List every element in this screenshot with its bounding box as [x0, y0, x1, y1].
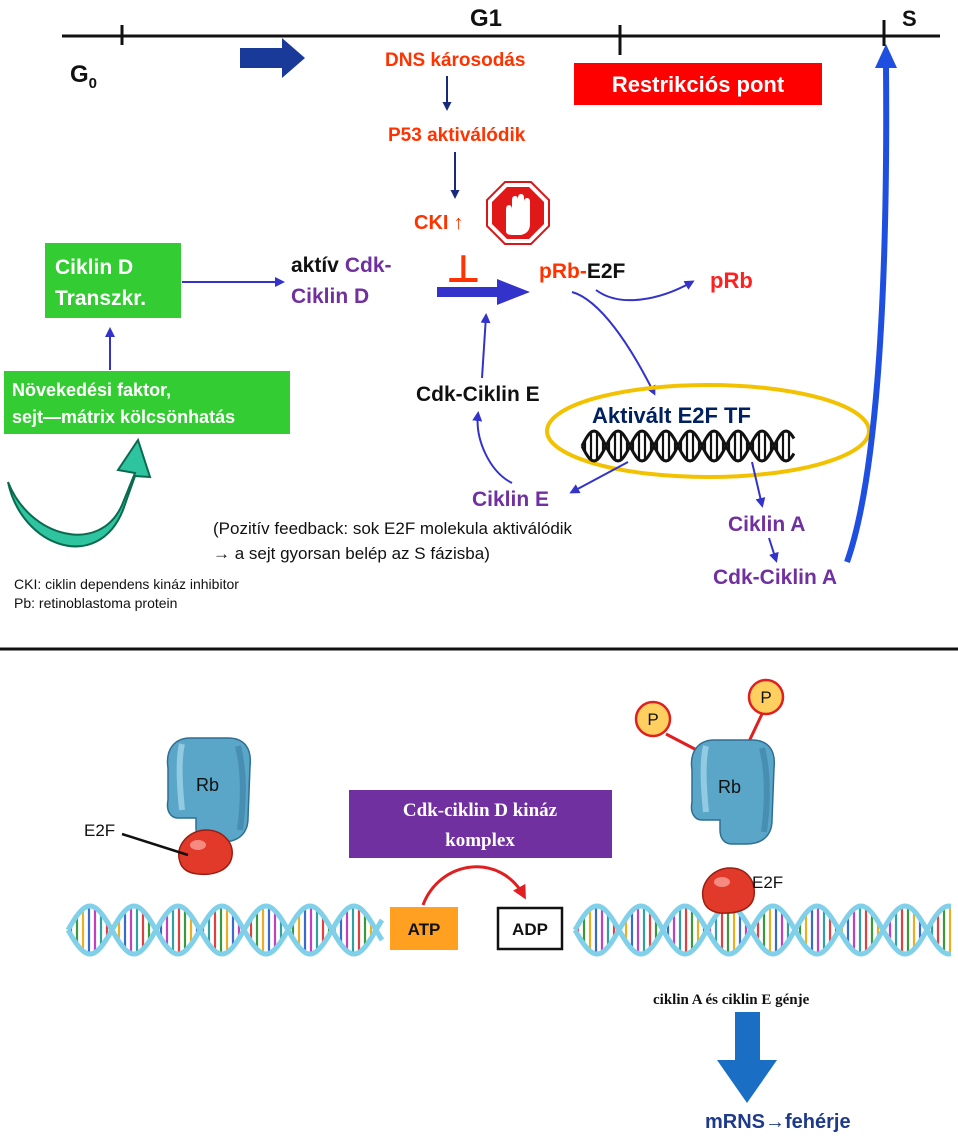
cyclin-e-label: Ciklin E: [472, 488, 549, 511]
cyclin-d-transcription-line2: Transzkr.: [55, 287, 146, 310]
atp-to-adp-arrow: [421, 865, 526, 906]
arrow-cycline-to-cdke: [472, 411, 513, 484]
p53-label: P53 aktiválódik: [388, 125, 526, 146]
output-down-arrow: [717, 1012, 777, 1103]
rb-protein-right-icon: Rb: [690, 739, 776, 845]
activated-e2f-label: Aktivált E2F TF: [592, 403, 751, 428]
restriction-point-label: Restrikciós pont: [612, 72, 785, 97]
arrow-prb-to-e2f: [571, 291, 656, 396]
phosphate-label-2: P: [760, 688, 771, 707]
inhibition-symbol: ⊥: [446, 249, 481, 291]
kinase-complex-line1: Cdk-ciklin D kináz: [403, 800, 558, 821]
growth-factor-box: [4, 371, 290, 434]
cyclin-d-transcription-box: [45, 243, 181, 318]
dna-backbone: [580, 429, 796, 463]
arrow-dna-to-cycline: [569, 461, 629, 494]
phase-g1-label: G1: [470, 5, 502, 32]
restriction-point-box: [574, 63, 822, 105]
phosphate-icon-1: P: [634, 700, 672, 738]
arrow-dna-to-cyclina: [751, 461, 766, 508]
kinase-complex-box: [349, 790, 612, 858]
stop-hand-icon: [486, 181, 550, 245]
growth-factor-line2: sejt—mátrix kölcsönhatás: [12, 407, 235, 427]
rb-label-left: Rb: [196, 775, 219, 795]
phase-g0-label: G0: [70, 61, 97, 92]
cyclin-d-transcription-line1: Ciklin D: [55, 256, 133, 279]
dna-damage-label: DNS károsodás: [385, 50, 525, 71]
arrow-cdke-to-bigarrow: [480, 313, 491, 379]
free-prb-label: pRb: [710, 268, 753, 293]
arrow-head-s-phase: [875, 44, 897, 68]
dna-backbone: [65, 903, 385, 957]
dna-helix-icon: [580, 429, 796, 463]
cyclin-a-label: Ciklin A: [728, 513, 805, 536]
feedback-line2: → a sejt gyorsan belép az S fázisba): [213, 544, 490, 563]
e2f-label-left: E2F: [84, 821, 115, 840]
atp-label: ATP: [408, 920, 441, 939]
adp-label: ADP: [512, 920, 548, 939]
prb-e2f-label: pRb-E2F: [539, 260, 626, 283]
dna-backbone: [572, 903, 952, 957]
feedback-line1: (Pozitív feedback: sok E2F molekula akti…: [213, 519, 573, 538]
arrow-to-free-prb: [595, 280, 695, 302]
dna-backbone: [572, 903, 952, 957]
arrow-cyclina-to-cdka: [768, 537, 779, 563]
cdk-cyclin-e-label: Cdk-Ciklin E: [416, 383, 540, 406]
arrow-cdka-to-s-phase: [844, 65, 890, 563]
footnote-cki: CKI: ciklin dependens kináz inhibitor: [14, 576, 239, 592]
footnote-pb: Pb: retinoblastoma protein: [14, 595, 177, 611]
bottom-panel: Rb E2F Cdk-ciklin D kináz komplex ATP AD…: [65, 678, 952, 1133]
rb-protein-left-icon: Rb: [166, 737, 252, 843]
dna-backbone: [580, 429, 796, 463]
adp-box: [496, 906, 564, 951]
kinase-complex-line2: komplex: [445, 830, 515, 851]
output-label: mRNS→fehérje: [705, 1111, 851, 1133]
rb-label-right: Rb: [718, 777, 741, 797]
e2f-protein-right-icon: [701, 867, 755, 914]
dna-strand-left-icon: [65, 903, 385, 957]
dna-backbone: [65, 903, 385, 957]
growth-factor-line1: Növekedési faktor,: [12, 380, 171, 400]
phosphate-label-1: P: [647, 710, 658, 729]
top-panel: G1 S G0 DNS károsodás P53 aktiválódik Re…: [4, 5, 940, 611]
dna-strand-right-icon: [572, 903, 952, 957]
timeline-direction-arrow: [240, 38, 305, 78]
big-arrow-to-prb: [437, 279, 530, 305]
atp-box: [390, 907, 458, 950]
phase-s-label: S: [902, 6, 917, 31]
active-cdk-line2: Ciklin D: [291, 285, 369, 308]
cdk-cyclin-a-label: Cdk-Ciklin A: [713, 566, 837, 589]
e2f-label-right: E2F: [752, 873, 783, 892]
cki-label: CKI↑: [414, 212, 463, 234]
e2f-left-pointer: [121, 832, 189, 857]
teal-curved-arrow: [7, 437, 152, 548]
e2f-protein-left-icon: [177, 829, 233, 876]
activated-e2f-ellipse: [545, 383, 871, 479]
phosphate-icon-2: P: [747, 678, 785, 716]
gene-caption: ciklin A és ciklin E génje: [653, 992, 810, 1008]
